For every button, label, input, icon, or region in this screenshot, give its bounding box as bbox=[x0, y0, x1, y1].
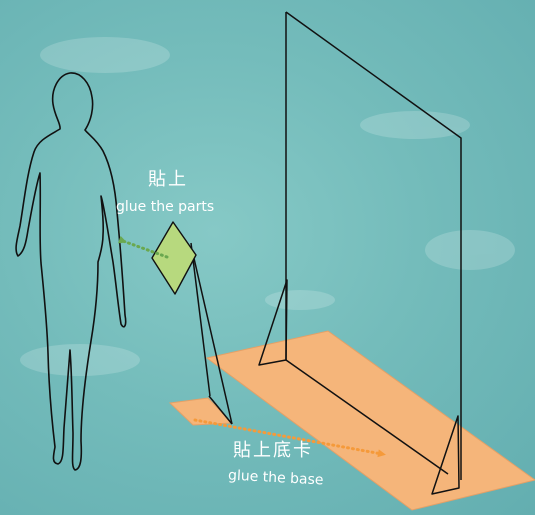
background-texture bbox=[20, 37, 515, 376]
glue-base-label-zh: 貼上底卡 bbox=[233, 440, 313, 461]
glue-base-arrow bbox=[193, 418, 386, 458]
part-card bbox=[151, 221, 197, 295]
person-silhouette-icon bbox=[15, 72, 127, 471]
glue-parts-arrow bbox=[117, 235, 169, 259]
glue-parts-label-en: glue the parts bbox=[116, 199, 215, 215]
frame-structure bbox=[190, 11, 462, 495]
glue-parts-label-zh: 貼上 bbox=[148, 169, 188, 190]
